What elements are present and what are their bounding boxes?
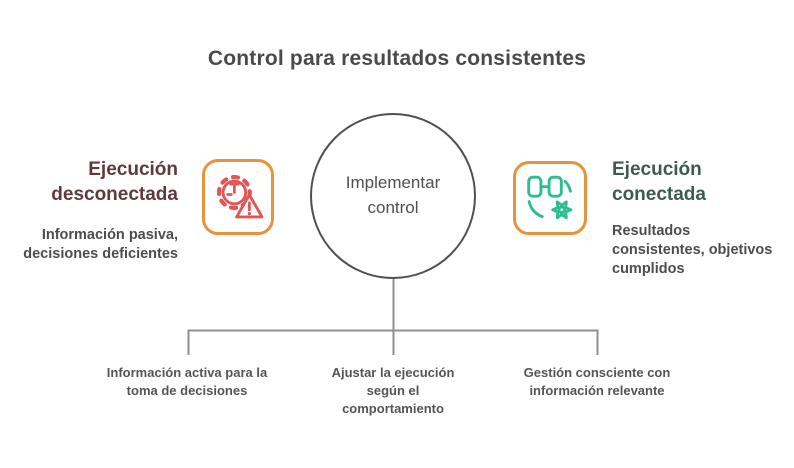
- connected-title: Ejecución conectada: [612, 159, 706, 206]
- branch-label-1: Información activa para la toma de decis…: [106, 365, 268, 399]
- connected-icon-box: [513, 161, 587, 235]
- disconnected-icon-box: [202, 159, 274, 235]
- gear-alert-icon: [216, 174, 264, 219]
- disconnected-title: Ejecución desconectada: [51, 159, 178, 206]
- page-title: Control para resultados consistentes: [207, 47, 587, 70]
- disconnected-subtitle: Información pasiva, decisiones deficient…: [23, 227, 178, 263]
- central-node-label: Implementar control: [345, 173, 441, 217]
- central-node: Implementar control: [310, 113, 476, 279]
- branch-label-3: Gestión consciente con información relev…: [523, 365, 671, 399]
- branch-label-2: Ajustar la ejecución según el comportami…: [331, 365, 455, 417]
- connected-subtitle: Resultados consistentes, objetivos cumpl…: [612, 223, 773, 278]
- binoculars-gear-icon: [527, 175, 573, 220]
